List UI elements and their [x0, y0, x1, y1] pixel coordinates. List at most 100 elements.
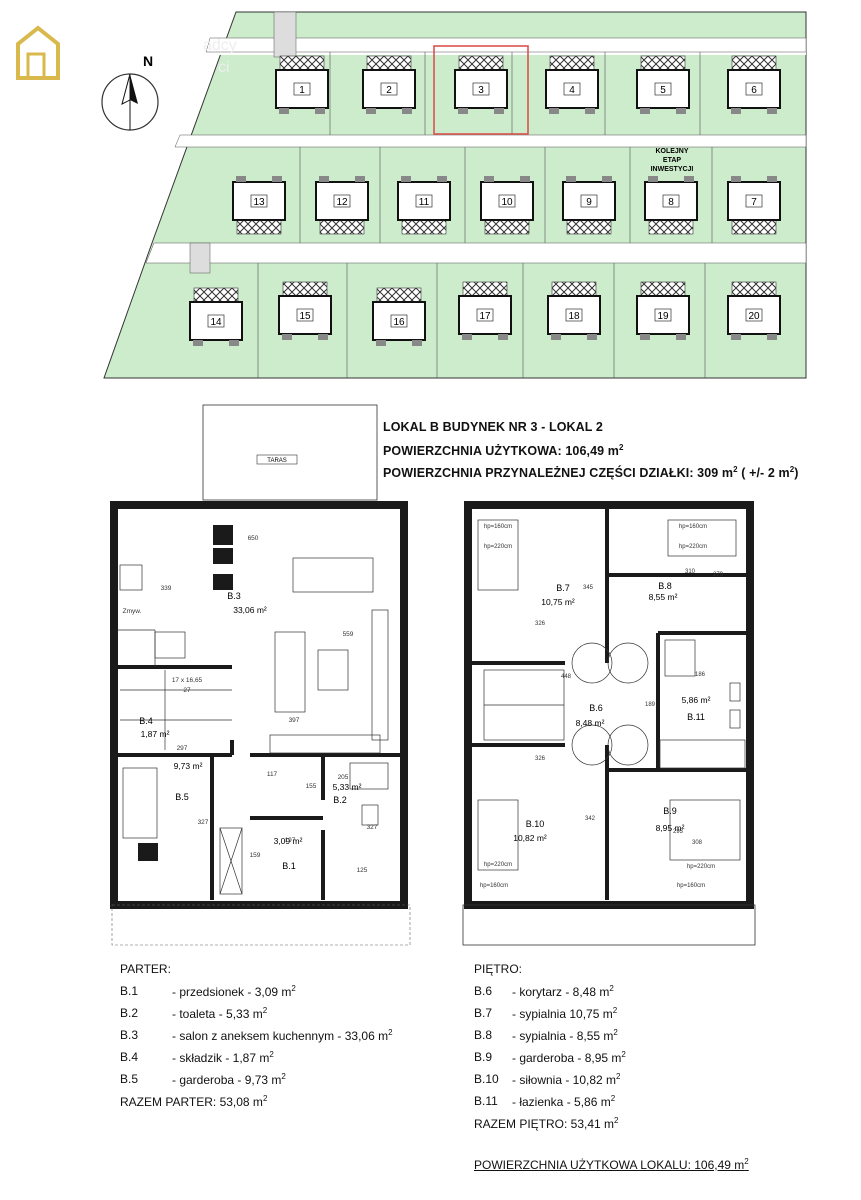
logo-icon: [16, 25, 60, 80]
compass-icon: N: [101, 53, 159, 131]
legend-room-code: B.1: [120, 984, 139, 998]
plot-number: 20: [748, 311, 760, 322]
svg-text:ETAP: ETAP: [663, 157, 681, 164]
legend-total: RAZEM PARTER: 53,08 m2: [120, 1094, 268, 1109]
floor-plans: TARAS: [110, 404, 756, 946]
svg-text:B.2: B.2: [333, 795, 347, 805]
legend-room-code: B.2: [120, 1006, 139, 1020]
house-plot: 13: [232, 176, 286, 235]
plot-number: 1: [299, 85, 305, 96]
plot-number: 7: [751, 197, 757, 208]
legend-room-code: B.3: [120, 1028, 139, 1042]
plot-number: 16: [393, 317, 405, 328]
legend-room-desc: - sypialnia 10,75 m2: [512, 1006, 618, 1021]
legend-room-code: B.8: [474, 1028, 493, 1042]
dimension-label: 297: [177, 745, 188, 752]
svg-text:10,82 m²: 10,82 m²: [513, 833, 547, 843]
dimension-label: 339: [161, 585, 172, 592]
house-plot: 6: [727, 55, 781, 114]
legend-room-desc: - składzik - 1,87 m2: [172, 1050, 274, 1065]
upper-floor: [462, 501, 756, 946]
dimension-label: hp=160cm: [677, 883, 705, 889]
dimension-label: 27: [183, 687, 191, 694]
legend-room-code: B.7: [474, 1006, 493, 1020]
dimension-label: hp=220cm: [484, 544, 512, 550]
svg-text:8,95 m²: 8,95 m²: [656, 823, 685, 833]
plot-number: 3: [478, 85, 484, 96]
legend-room-code: B.10: [474, 1072, 499, 1086]
legend-room-desc: - garderoba - 8,95 m2: [512, 1050, 626, 1065]
svg-text:9,73 m²: 9,73 m²: [174, 761, 203, 771]
road-1: [205, 37, 807, 53]
house-plot: 10: [480, 176, 534, 235]
house-plot: 11: [397, 176, 451, 235]
house-plot: 5: [636, 55, 690, 114]
plot-number: 2: [386, 85, 392, 96]
legend-total: RAZEM PIĘTRO: 53,41 m2: [474, 1116, 619, 1131]
svg-text:1,87 m²: 1,87 m²: [141, 729, 170, 739]
dimension-label: 397: [289, 717, 300, 724]
house-plot: 15: [278, 281, 332, 340]
house-plot: 8: [644, 176, 698, 235]
dimension-label: 205: [338, 774, 349, 781]
svg-text:B.7: B.7: [556, 583, 570, 593]
dimension-label: 308: [692, 840, 703, 846]
dimension-label: hp=220cm: [679, 544, 707, 550]
svg-text:B.9: B.9: [663, 806, 677, 816]
dimension-label: 327: [198, 819, 209, 826]
dimension-label: 186: [695, 672, 706, 678]
svg-text:B.5: B.5: [175, 792, 189, 802]
house-plot: 14: [189, 287, 243, 346]
info-line-1: LOKAL B BUDYNEK NR 3 - LOKAL 2: [383, 420, 603, 434]
dimension-label: 155: [306, 783, 317, 790]
info-line-3: POWIERZCHNIA PRZYNALEŻNEJ CZĘŚCI DZIAŁKI…: [383, 465, 799, 481]
svg-text:5,86 m²: 5,86 m²: [682, 695, 711, 705]
house-plot: 1: [275, 55, 329, 114]
dimension-label: 559: [343, 631, 354, 638]
room-label: B.5 9,73 m²: [174, 761, 203, 802]
phase-note: KOLEJNY ETAP INWESTYCJI: [651, 148, 694, 173]
final-total: POWIERZCHNIA UŻYTKOWA LOKALU: 106,49 m2: [474, 1157, 749, 1172]
dimension-label: hp=160cm: [679, 524, 707, 530]
plot-number: 8: [668, 197, 674, 208]
legend-room-desc: - garderoba - 9,73 m2: [172, 1072, 286, 1087]
plot-number: 18: [568, 311, 580, 322]
dimension-label: 310: [685, 569, 696, 575]
house-plot: 9: [562, 176, 616, 235]
dimension-label: 327: [367, 824, 378, 831]
dimension-label: 345: [583, 585, 594, 591]
dimension-label: 650: [248, 535, 259, 542]
svg-text:B.6: B.6: [589, 703, 603, 713]
ground-floor: [110, 501, 411, 946]
svg-text:B.10: B.10: [526, 819, 545, 829]
plot-number: 11: [419, 197, 430, 208]
legend-room-code: B.9: [474, 1050, 493, 1064]
room-label: B.11 5,86 m²: [682, 695, 711, 722]
svg-text:8,55 m²: 8,55 m²: [649, 592, 678, 602]
svg-text:TARAS: TARAS: [267, 458, 287, 464]
house-plot: 19: [636, 281, 690, 340]
plot-number: 10: [501, 197, 513, 208]
house-plot: 20: [727, 281, 781, 340]
road-upper: [216, 52, 806, 55]
room-label: B.88,55 m²: [649, 581, 678, 602]
plot-number: 12: [336, 197, 348, 208]
room-label: B.9 8,95 m²: [656, 806, 685, 833]
house-plot: 12: [315, 176, 369, 235]
svg-text:B.11: B.11: [687, 712, 705, 722]
info-line-2: POWIERZCHNIA UŻYTKOWA: 106,49 m2: [383, 443, 624, 459]
road-spur-top: [273, 11, 297, 58]
house-plot: 16: [372, 287, 426, 346]
room-label: B.333,06 m²: [227, 591, 267, 615]
house-plot: 7: [727, 176, 781, 235]
svg-text:B.3: B.3: [227, 591, 241, 601]
legend-upper-heading: PIĘTRO:: [474, 962, 523, 976]
plot-number: 17: [479, 311, 491, 322]
svg-text:10,75 m²: 10,75 m²: [541, 597, 575, 607]
house-plot: 3: [433, 45, 529, 135]
dimension-label: hp=160cm: [480, 883, 508, 889]
svg-text:KOLEJNY: KOLEJNY: [655, 148, 688, 155]
plot-number: 4: [569, 85, 575, 96]
